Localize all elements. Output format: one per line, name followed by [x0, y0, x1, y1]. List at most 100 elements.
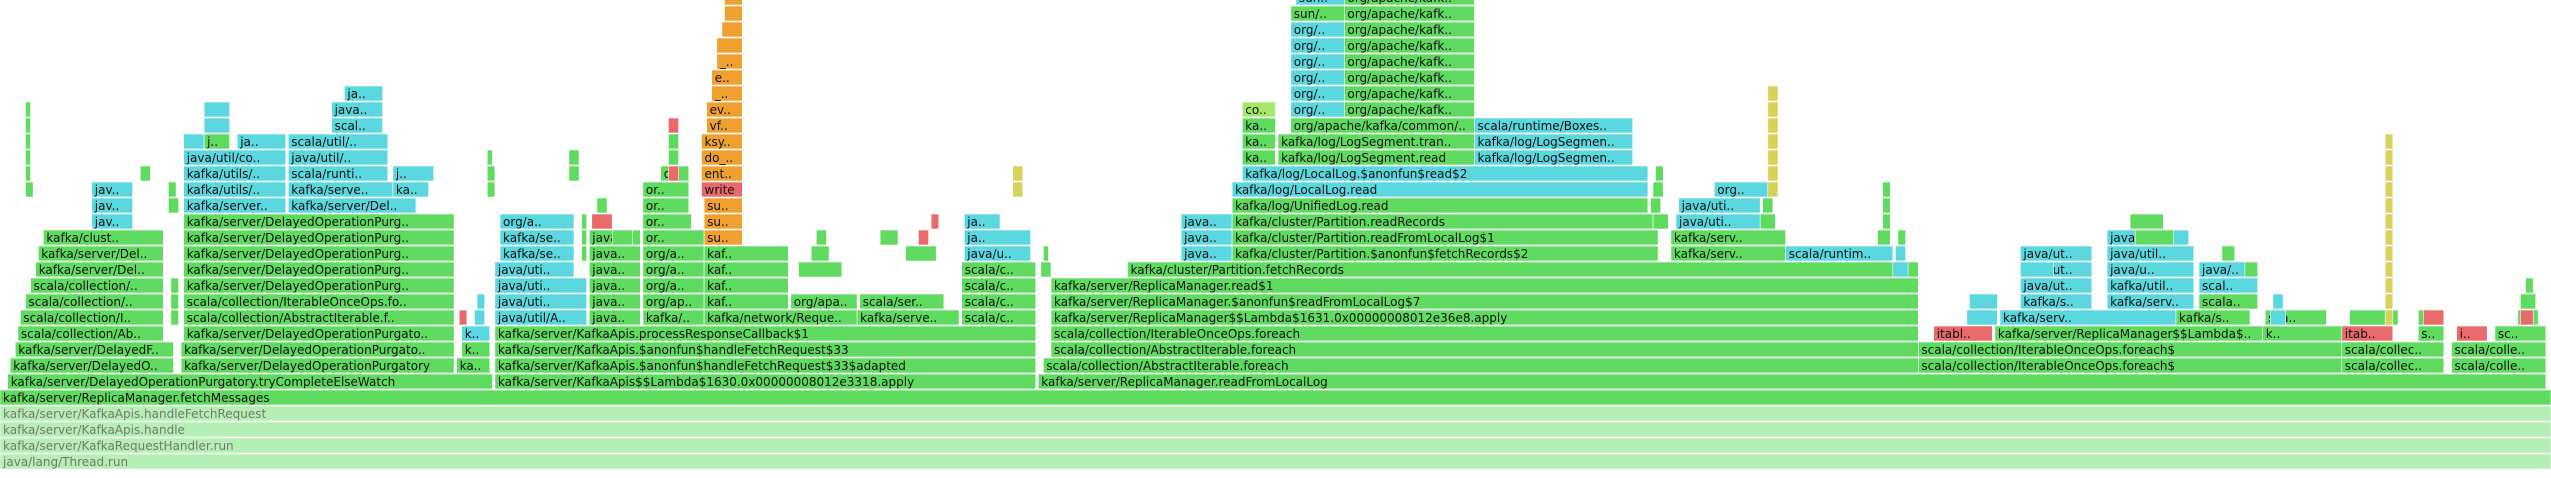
frame-bar[interactable]	[1650, 197, 1661, 214]
frame-bar[interactable]	[711, 69, 743, 86]
stack-frame[interactable]	[2384, 197, 2394, 214]
frame-bar[interactable]	[1767, 165, 1779, 182]
stack-frame[interactable]	[1767, 165, 1779, 182]
frame-bar[interactable]	[961, 261, 1037, 278]
frame-bar[interactable]	[1050, 325, 1919, 342]
frame-bar[interactable]	[0, 437, 2551, 454]
stack-frame[interactable]	[2384, 245, 2394, 262]
frame-bar[interactable]	[611, 229, 633, 246]
stack-frame[interactable]	[810, 245, 830, 262]
frame-bar[interactable]	[703, 245, 789, 262]
stack-frame[interactable]: scala/collection/IterableOnceOps.foreach…	[1918, 357, 2343, 374]
frame-bar[interactable]	[2198, 293, 2259, 310]
frame-bar[interactable]	[591, 213, 613, 230]
frame-bar[interactable]	[183, 245, 455, 262]
frame-bar[interactable]	[2020, 277, 2093, 294]
stack-frame[interactable]: kafka/log/LogSegmen..	[1474, 149, 1633, 166]
stack-frame[interactable]: or..	[642, 229, 705, 246]
frame-bar[interactable]	[0, 421, 2551, 438]
frame-bar[interactable]	[2262, 325, 2343, 342]
frame-bar[interactable]	[17, 325, 164, 342]
frame-bar[interactable]	[642, 293, 705, 310]
frame-bar[interactable]	[701, 181, 743, 198]
frame-bar[interactable]	[1231, 213, 1654, 230]
frame-bar[interactable]	[25, 181, 34, 198]
frame-bar[interactable]	[703, 229, 743, 246]
frame-bar[interactable]	[1344, 101, 1475, 118]
stack-frame[interactable]: kafka/log/UnifiedLog.read	[1231, 197, 1649, 214]
frame-bar[interactable]	[1652, 213, 1669, 230]
frame-bar[interactable]	[642, 309, 705, 326]
stack-frame[interactable]	[2221, 245, 2235, 262]
frame-bar[interactable]	[963, 213, 1001, 230]
frame-bar[interactable]	[568, 165, 580, 182]
frame-bar[interactable]	[2423, 309, 2445, 326]
frame-bar[interactable]	[499, 245, 575, 262]
frame-bar[interactable]	[2384, 293, 2394, 310]
stack-frame[interactable]: or..	[642, 213, 692, 230]
stack-frame[interactable]: kafka/serv..	[1670, 245, 1787, 262]
frame-bar[interactable]	[918, 229, 929, 246]
frame-bar[interactable]	[2272, 293, 2284, 310]
frame-bar[interactable]	[494, 357, 1036, 374]
stack-frame[interactable]	[724, 5, 743, 22]
stack-frame[interactable]: kafka/server/ReplicaManager.$anonfun$rea…	[1050, 293, 1919, 310]
frame-bar[interactable]	[859, 293, 945, 310]
frame-bar[interactable]	[2106, 245, 2195, 262]
frame-bar[interactable]	[1652, 181, 1664, 198]
stack-frame[interactable]: ev..	[706, 101, 743, 118]
stack-frame[interactable]: jav..	[91, 197, 133, 214]
stack-frame[interactable]: scala..	[2198, 293, 2259, 310]
frame-bar[interactable]	[1714, 181, 1769, 198]
stack-frame[interactable]	[724, 0, 743, 6]
stack-frame[interactable]: org/apache/kafk..	[1344, 69, 1475, 86]
stack-frame[interactable]	[1767, 149, 1779, 166]
frame-bar[interactable]	[856, 309, 960, 326]
stack-frame[interactable]: org/apache/kafk..	[1344, 21, 1475, 38]
stack-frame[interactable]: sun/..	[1290, 5, 1345, 22]
stack-frame[interactable]: ent..	[701, 165, 743, 182]
stack-frame[interactable]: kafka/server/DelayedOperationPurgato..	[180, 341, 455, 358]
frame-bar[interactable]	[798, 261, 843, 278]
frame-bar[interactable]	[43, 229, 164, 246]
frame-bar[interactable]	[494, 373, 1036, 390]
stack-frame[interactable]: org/apache/kafka/common/..	[1290, 117, 1475, 134]
stack-frame[interactable]	[2384, 149, 2394, 166]
frame-bar[interactable]	[961, 277, 1037, 294]
stack-frame[interactable]	[1882, 213, 1891, 230]
frame-bar[interactable]	[476, 293, 485, 310]
frame-bar[interactable]	[170, 277, 179, 294]
stack-frame[interactable]: itabl..	[1933, 325, 1993, 342]
frame-bar[interactable]	[1290, 37, 1345, 54]
frame-bar[interactable]	[588, 261, 641, 278]
frame-bar[interactable]	[1012, 181, 1024, 198]
stack-frame[interactable]: kafka/server/DelayedOperationPurg..	[183, 245, 455, 262]
frame-bar[interactable]	[642, 229, 705, 246]
frame-bar[interactable]	[588, 309, 641, 326]
stack-frame[interactable]	[2270, 309, 2286, 326]
frame-bar[interactable]	[499, 229, 575, 246]
frame-bar[interactable]	[701, 165, 743, 182]
stack-frame[interactable]	[1652, 213, 1669, 230]
frame-bar[interactable]	[581, 245, 587, 262]
stack-frame[interactable]	[2384, 181, 2394, 198]
frame-bar[interactable]	[721, 21, 743, 38]
stack-frame[interactable]	[1043, 245, 1049, 262]
stack-frame[interactable]	[1012, 165, 1024, 182]
stack-frame[interactable]: scala/collection/..	[30, 277, 164, 294]
frame-bar[interactable]	[25, 149, 31, 166]
stack-frame[interactable]: ka..	[1242, 133, 1276, 150]
stack-frame[interactable]	[170, 293, 179, 310]
frame-bar[interactable]	[91, 181, 133, 198]
frame-bar[interactable]	[703, 293, 789, 310]
stack-frame[interactable]: j..	[203, 133, 230, 150]
frame-bar[interactable]	[642, 197, 690, 214]
frame-bar[interactable]	[1344, 53, 1475, 70]
stack-frame[interactable]	[486, 181, 496, 198]
frame-bar[interactable]	[701, 149, 743, 166]
stack-frame[interactable]	[1897, 229, 1906, 246]
stack-frame[interactable]: kaf..	[703, 293, 789, 310]
stack-frame[interactable]: org/..	[1290, 85, 1345, 102]
stack-frame[interactable]: write	[701, 181, 743, 198]
frame-bar[interactable]	[1762, 197, 1774, 214]
